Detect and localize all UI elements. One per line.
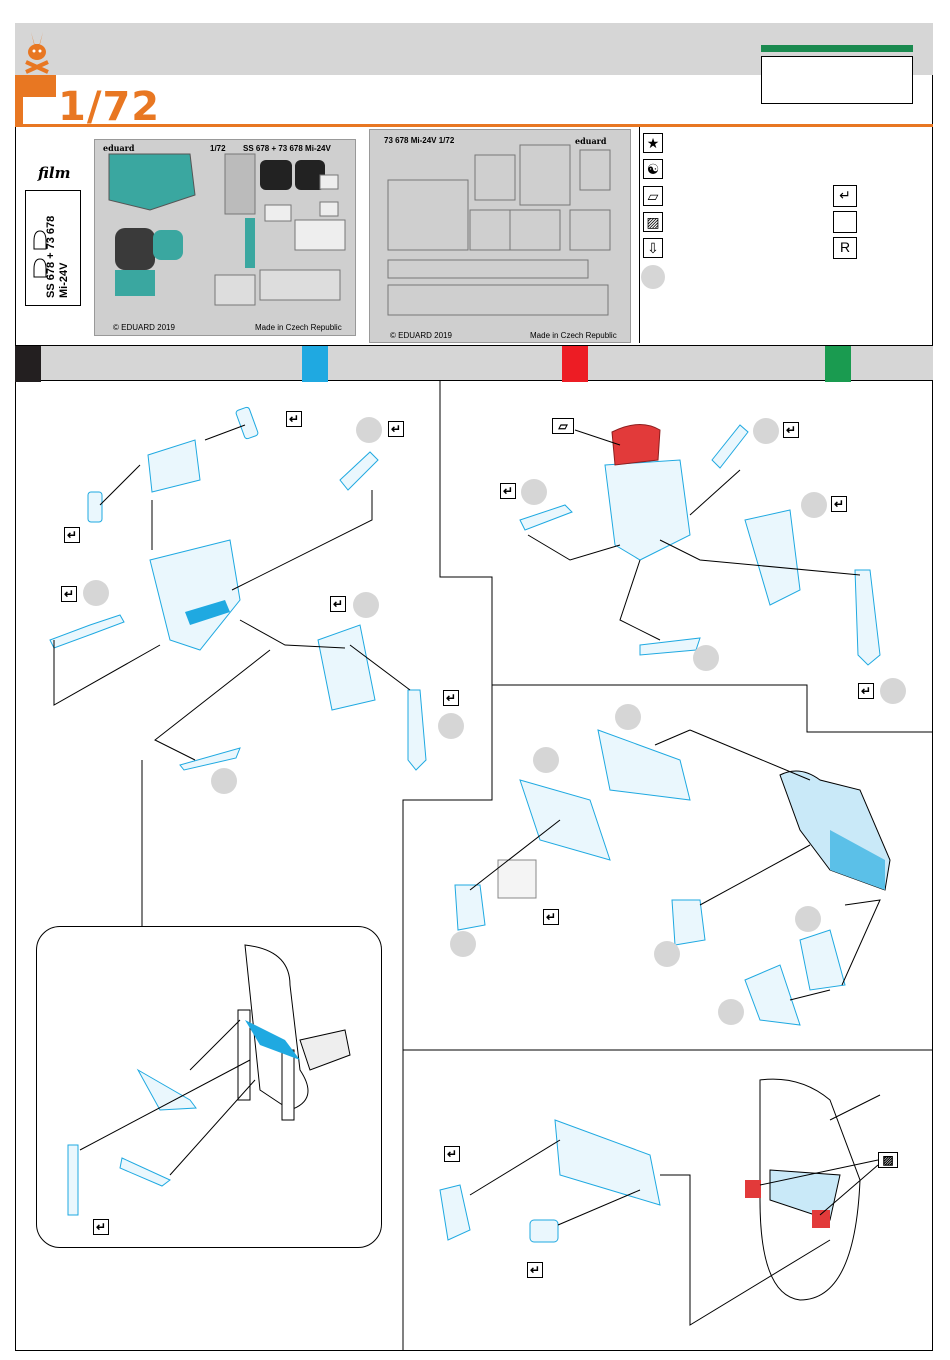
step-circle (718, 999, 744, 1025)
step-circle (693, 645, 719, 671)
bend-icon: ↵ (330, 596, 346, 612)
hatch-icon: ▨ (878, 1152, 898, 1168)
step-circle (753, 418, 779, 444)
step-circle (521, 479, 547, 505)
step2-leaders (528, 430, 860, 640)
step-circle (450, 931, 476, 957)
bend-icon: ↵ (64, 527, 80, 543)
bend-icon: ↵ (444, 1146, 460, 1162)
step-circle (353, 592, 379, 618)
step-circle (83, 580, 109, 606)
step-circle (795, 906, 821, 932)
step-circle (438, 713, 464, 739)
bend-icon: ↵ (783, 422, 799, 438)
bend-icon: ↵ (443, 690, 459, 706)
step-circle (615, 704, 641, 730)
bend-icon: ↵ (543, 909, 559, 925)
step4-parts (440, 1120, 660, 1242)
step-circle (356, 417, 382, 443)
detail-inset (36, 926, 382, 1248)
step-circle (801, 492, 827, 518)
bend-icon: ↵ (858, 683, 874, 699)
bend-icon: ↵ (831, 496, 847, 512)
step-circle (533, 747, 559, 773)
bend-icon: ↵ (93, 1219, 109, 1235)
sheet-icon: ▱ (552, 418, 574, 434)
bend-icon: ↵ (527, 1262, 543, 1278)
bend-icon: ↵ (388, 421, 404, 437)
bend-icon: ↵ (286, 411, 302, 427)
step-circle (654, 941, 680, 967)
step-circle (880, 678, 906, 704)
bend-icon: ↵ (500, 483, 516, 499)
bend-icon: ↵ (61, 586, 77, 602)
step2-seat (520, 425, 880, 665)
step-circle (211, 768, 237, 794)
